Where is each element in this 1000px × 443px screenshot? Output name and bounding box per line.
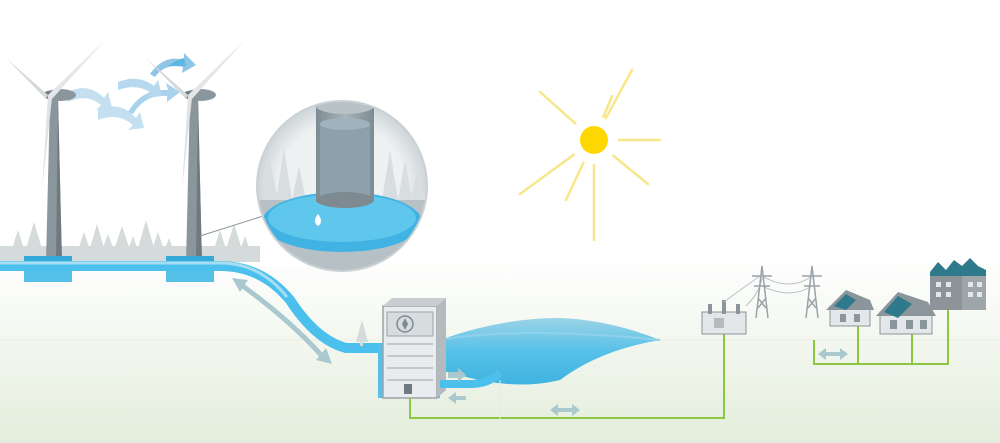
- power-pylon-icon: [752, 265, 772, 319]
- consumer-grid-line: [813, 306, 949, 365]
- power-lines: [723, 275, 813, 307]
- power-pylon-icon: [802, 265, 822, 319]
- water-pipe: [0, 261, 388, 353]
- pump-turbine-house-icon: [378, 298, 446, 399]
- tree-icon: [356, 320, 368, 346]
- substation-icon: [701, 300, 747, 335]
- bidirectional-flow-arrow-icon: [448, 368, 466, 404]
- water-storage-tank-icon: [256, 100, 428, 272]
- water-drop-icon: [315, 214, 321, 226]
- factory-icon: [930, 258, 986, 310]
- wind-turbine-icon: [146, 40, 245, 282]
- wind-arrow-icon: [68, 53, 196, 130]
- sun-icon: [518, 68, 662, 242]
- water-pipe-to-lake: [440, 369, 504, 388]
- wind-turbine-icon: [6, 40, 105, 282]
- power-grid-line: [409, 334, 725, 419]
- reservoir-lake-surface: [439, 332, 661, 341]
- house-with-solar-panel-icon: [876, 292, 936, 335]
- bidirectional-flow-arrow-icon: [550, 404, 580, 416]
- bidirectional-flow-arrow-icon: [238, 281, 324, 358]
- water-pipe-highlight: [0, 261, 289, 298]
- arrow-head-up: [232, 278, 248, 292]
- bidirectional-flow-arrow-icon: [818, 348, 848, 360]
- arrow-head-down: [316, 348, 332, 364]
- house-with-solar-panel-icon: [826, 290, 874, 327]
